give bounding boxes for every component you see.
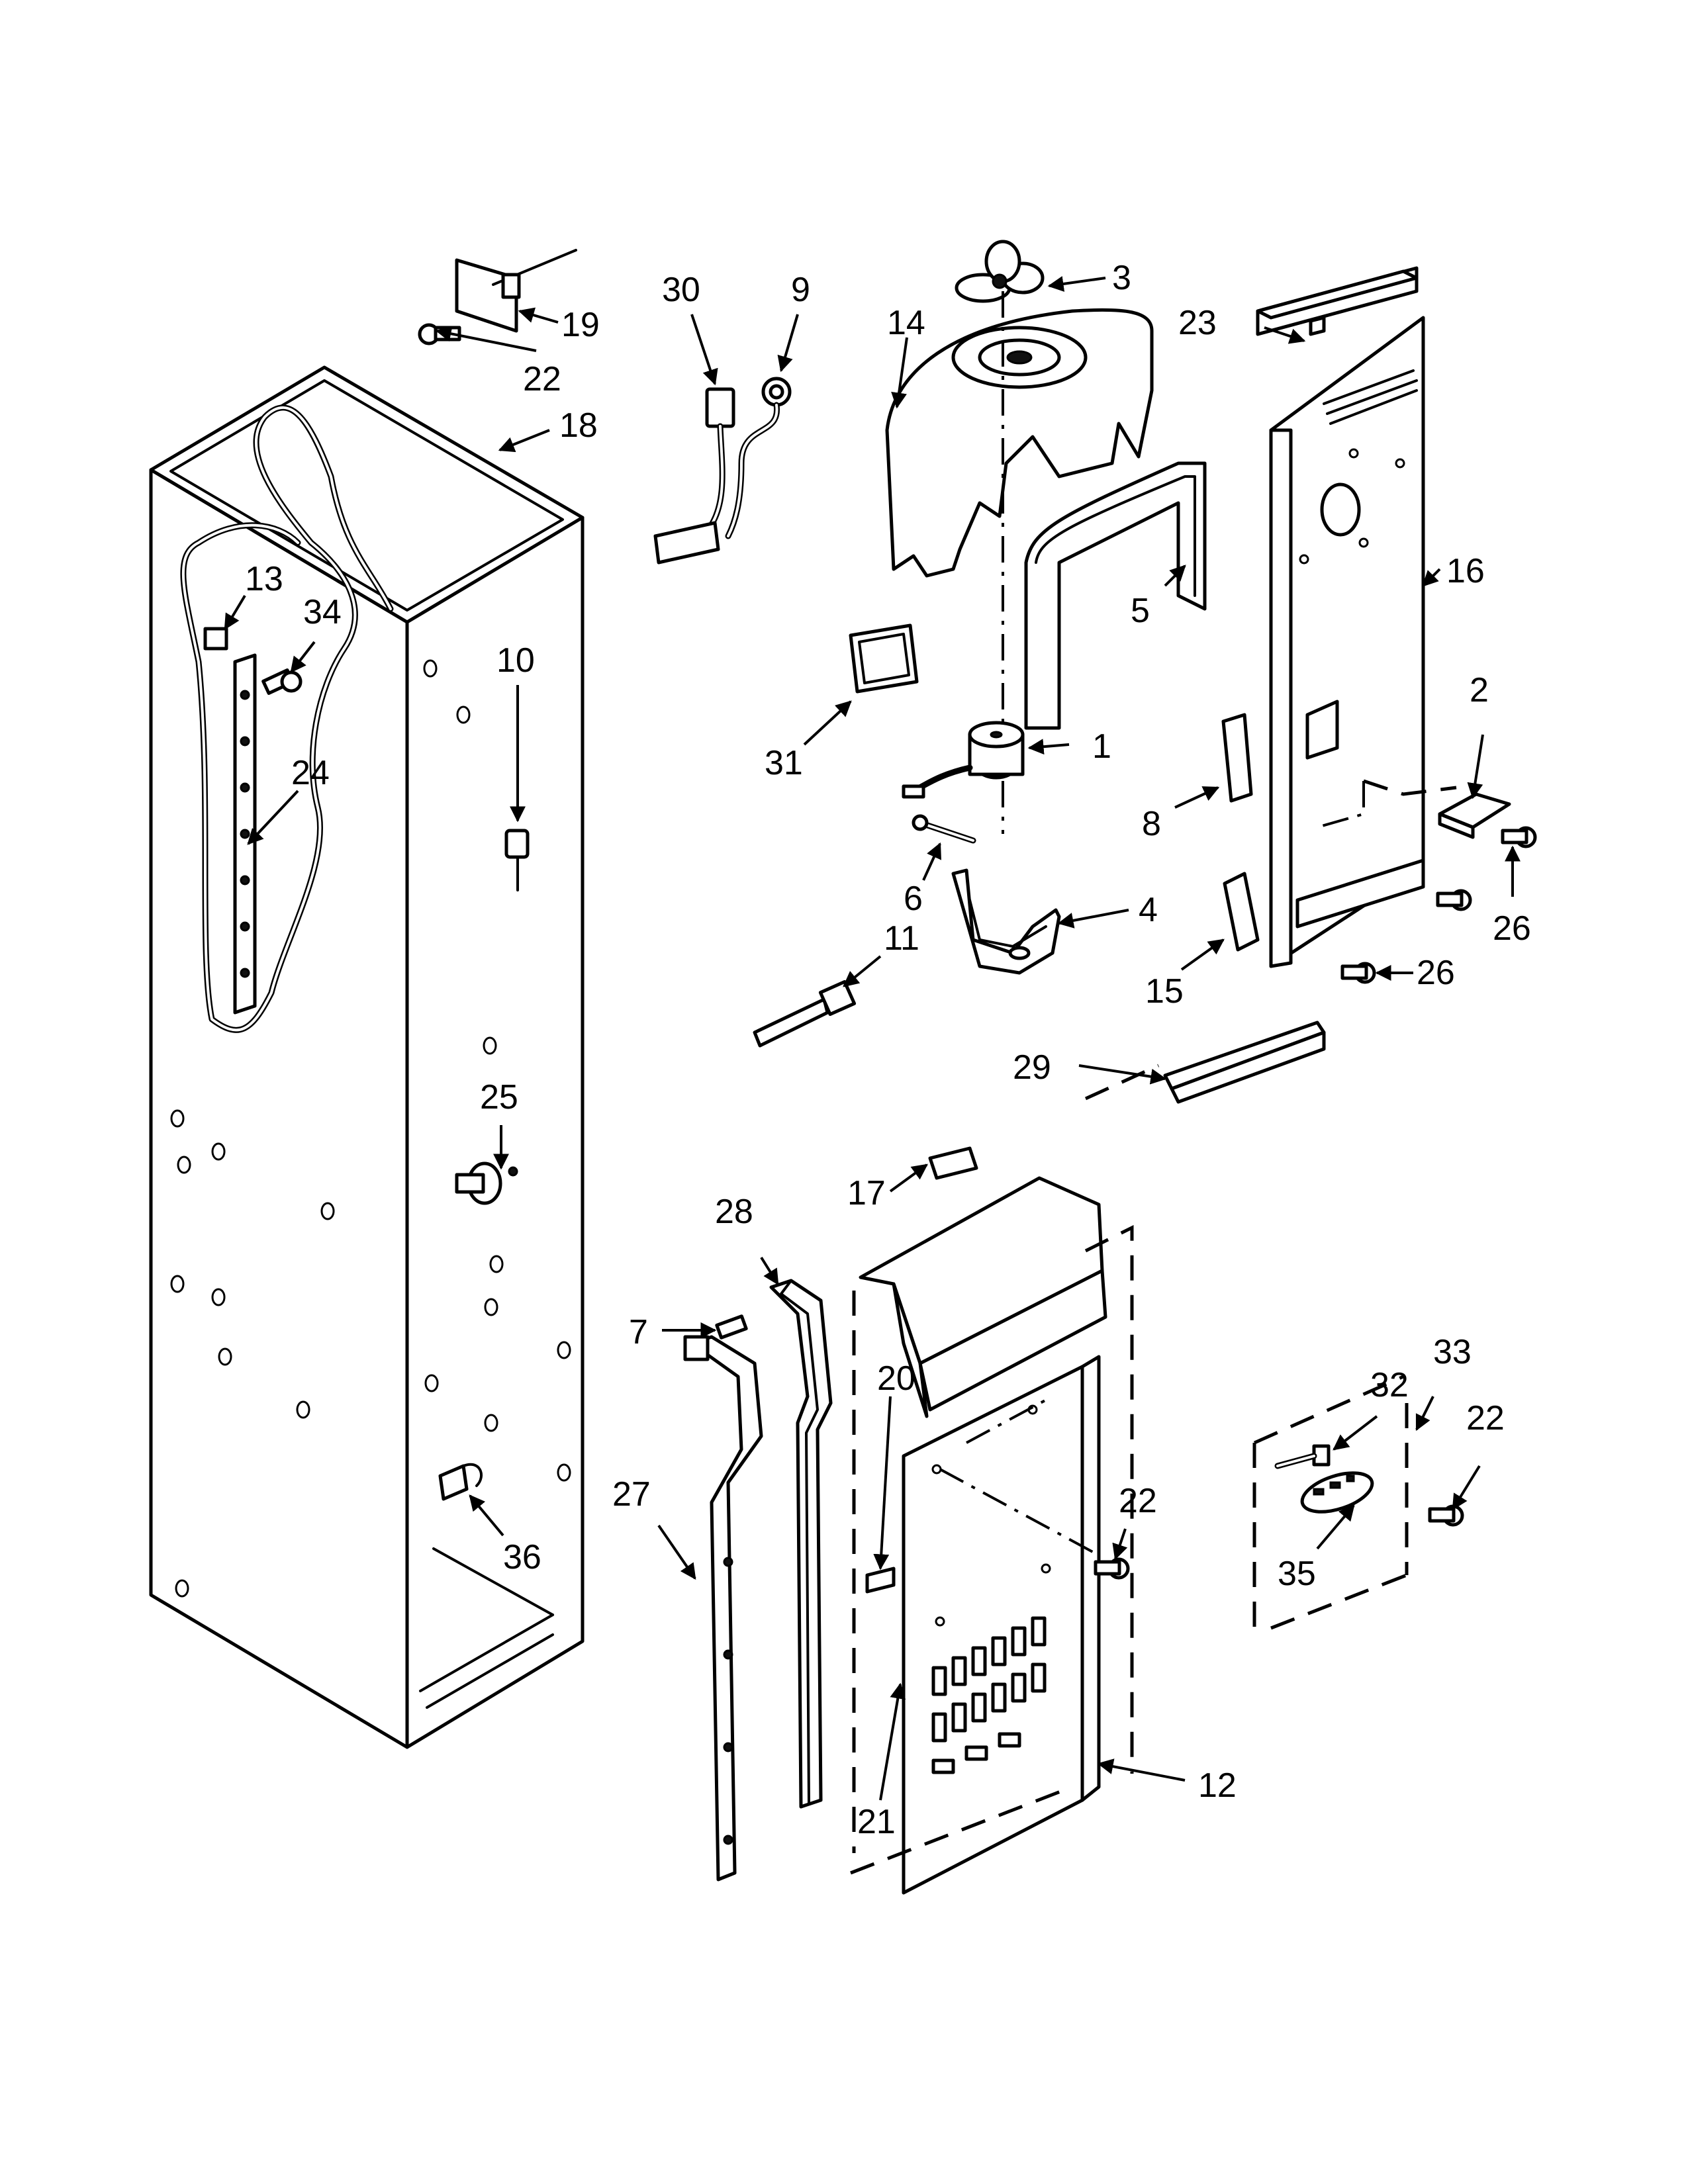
callout-22-top: 22: [523, 360, 561, 398]
side-brackets: [1221, 713, 1260, 952]
callout-9: 9: [791, 271, 810, 309]
callout-8: 8: [1142, 805, 1161, 843]
gasket: [1024, 461, 1207, 730]
cover-label: [865, 1567, 896, 1594]
callout-11: 11: [884, 919, 919, 958]
callout-5: 5: [1131, 592, 1150, 630]
top-channel: [1256, 266, 1419, 336]
angle-strip: [1163, 1021, 1326, 1104]
callout-32: 32: [1370, 1366, 1409, 1404]
callout-36: 36: [503, 1538, 541, 1576]
callout-27: 27: [612, 1475, 651, 1514]
callout-19: 19: [561, 306, 600, 344]
callout-12: 12: [1198, 1766, 1237, 1805]
callout-leaders: [224, 276, 1521, 1801]
callout-18: 18: [559, 406, 598, 445]
callout-16: 16: [1446, 552, 1485, 590]
callout-1: 1: [1092, 727, 1111, 766]
callout-34: 34: [303, 593, 342, 631]
label-tag: [928, 1146, 978, 1180]
fan-blade: [955, 240, 1045, 303]
fan-motor: [902, 721, 1025, 799]
callout-20: 20: [877, 1359, 915, 1398]
callout-28: 28: [715, 1193, 753, 1231]
callout-4: 4: [1139, 891, 1158, 929]
callout-13: 13: [245, 560, 283, 598]
callout-33: 33: [1433, 1333, 1472, 1371]
motor-bracket: [951, 868, 1061, 975]
wire-harness: [653, 377, 792, 565]
cable-tie: [753, 979, 857, 1048]
callout-26-right: 26: [1493, 909, 1531, 948]
small-bracket: [1438, 792, 1511, 839]
callout-22-cover: 22: [1119, 1482, 1157, 1520]
rear-panel: [1269, 316, 1457, 968]
cabinet-liner: [149, 365, 585, 1749]
door-bracket: [683, 1314, 763, 1882]
foam-pad: [849, 623, 919, 694]
callout-labels: 1 2 3 4 5 6 7 8 9 10 11 12 13 14 15 16 1…: [245, 259, 1531, 1841]
callout-23: 23: [1178, 304, 1217, 342]
callout-2: 2: [1470, 671, 1489, 709]
callout-17: 17: [847, 1174, 886, 1212]
callout-22-control: 22: [1466, 1399, 1505, 1437]
top-bracket: [418, 249, 577, 345]
callout-25: 25: [480, 1078, 518, 1116]
liner-holes: [170, 659, 571, 1598]
cover-assembly: [850, 1064, 1160, 1895]
callout-14: 14: [887, 304, 925, 342]
callout-3: 3: [1112, 259, 1131, 297]
callout-6: 6: [904, 880, 923, 918]
callout-31: 31: [765, 744, 803, 782]
motor-screw: [912, 814, 976, 844]
callout-29: 29: [1013, 1048, 1051, 1087]
callout-26-bottom: 26: [1417, 954, 1455, 992]
callout-15: 15: [1145, 972, 1184, 1011]
callout-30: 30: [662, 271, 700, 309]
foam-strip: [769, 1279, 833, 1809]
panel-screws: [1340, 826, 1537, 984]
callout-35: 35: [1278, 1555, 1316, 1593]
callout-21: 21: [857, 1803, 896, 1841]
control-housing: [1252, 1375, 1464, 1641]
callout-7: 7: [629, 1313, 648, 1351]
callout-10: 10: [496, 641, 535, 680]
callout-24: 24: [291, 754, 330, 792]
cover-vents: [931, 1616, 1047, 1774]
